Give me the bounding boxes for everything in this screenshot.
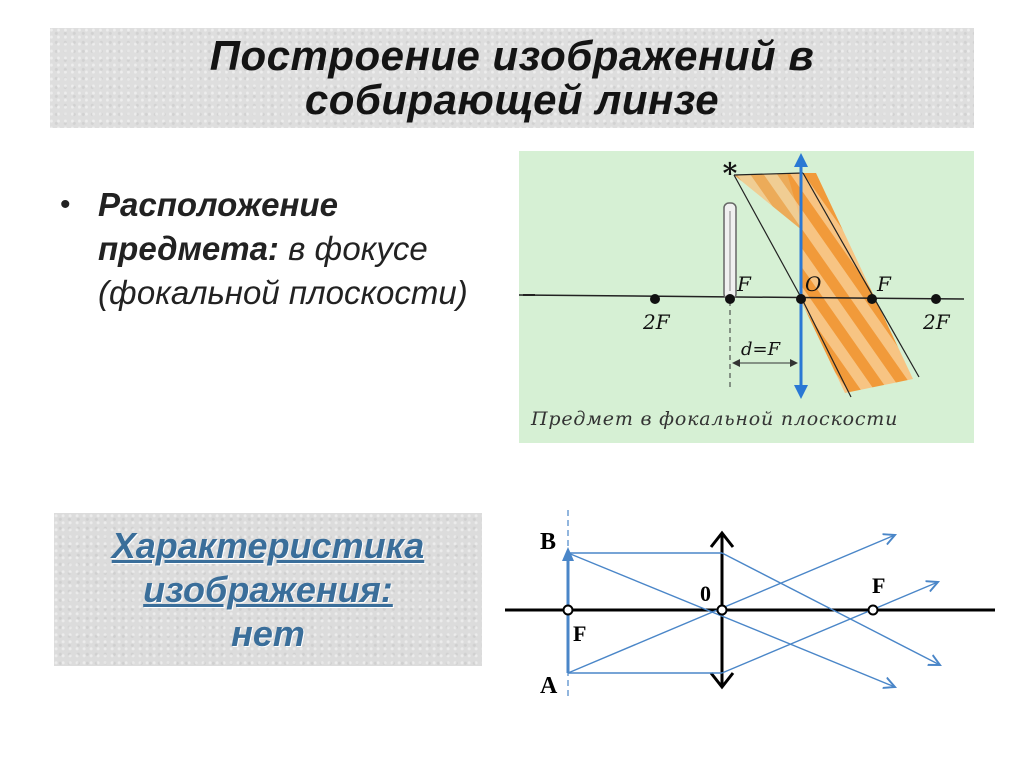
lens-arrow-bottom [709,672,735,690]
label-f-left: F [573,621,586,646]
optical-axis [519,294,965,300]
lens-arrow-top [709,530,735,548]
characteristic-value: нет [231,612,305,654]
ray-a-center [567,535,895,674]
lens-arrow-top [794,153,808,167]
title-line-1: Построение изображений в [209,32,815,79]
distance-arrowhead-right [790,359,798,367]
ray-out-1 [802,172,920,378]
label-f-right: F [872,573,885,598]
point-2f-right [931,294,941,304]
distance-arrowhead-left [732,359,740,367]
title-banner: Построение изображений в собирающей линз… [50,28,974,128]
bullet-bold-text: Расположение предмета: [98,186,338,267]
label-distance: d=F [741,339,782,360]
label-center: 0 [700,581,711,606]
slide-title: Построение изображений в собирающей линз… [210,34,815,122]
label-f-right: F [876,272,892,296]
title-line-2: собирающей линзе [304,76,720,123]
label-f-left: F [736,272,752,296]
ray-a-refracted [721,582,938,674]
label-b: B [540,529,556,555]
parallel-beam [787,173,913,393]
figure-caption: Предмет в фокальной плоскости [530,408,898,430]
label-2f-right: 2F [922,310,951,334]
ray-lower [733,174,804,302]
ray-diagram: B A F 0 F [505,510,995,700]
point-2f-left [650,294,660,304]
point-source-star: * [723,157,738,190]
bullet-marker: • [60,188,71,221]
characteristic-box: Характеристика изображения: нет [54,513,482,666]
bullet-text: Расположение предмета: в фокусе (фокальн… [98,183,500,315]
object-arrowhead [562,547,574,561]
lens-arrow-bottom [794,385,808,399]
ray-out-2 [802,300,852,398]
focal-plane-figure: * 2F F O F 2F d=F Предмет в фокальной пл… [519,151,974,443]
label-center: O [805,272,821,296]
bullet-item: • Расположение предмета: в фокусе (фокал… [60,183,500,315]
ray-b-center [567,552,895,687]
label-2f-left: 2F [642,310,671,334]
point-f-left [725,294,735,304]
point-f-right [867,294,877,304]
point-focus-right [867,604,879,616]
point-center [796,294,806,304]
characteristic-line-1: Характеристика [111,524,425,566]
point-focus-left [562,604,574,616]
bullet-normal-text: в фокусе (фокальной плоскости) [98,230,468,311]
ray-top [733,172,804,176]
point-center [716,604,728,616]
characteristic-line-2: изображения: [143,568,393,610]
label-a: A [540,673,558,699]
ray-b-refracted [721,552,940,665]
diverging-wedge [734,173,803,231]
